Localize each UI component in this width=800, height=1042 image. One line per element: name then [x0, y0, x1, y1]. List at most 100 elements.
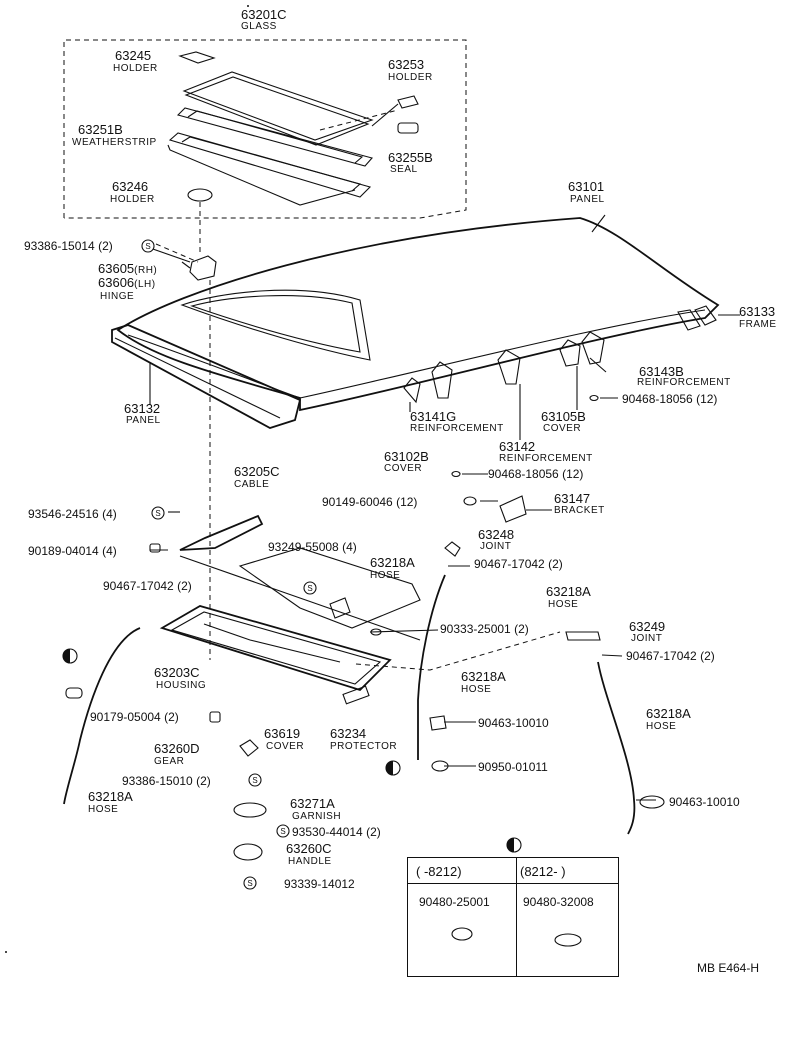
label-part-garnish: 63271A [290, 796, 335, 811]
label-fastener-f14: 90950-01011 [478, 761, 548, 773]
glass-group-outline [63, 39, 467, 219]
label-name-cover-63105b: COVER [543, 423, 582, 434]
s-marker: S [276, 824, 290, 838]
label-name-panel-63101: PANEL [570, 194, 605, 205]
label-part-panel-63101: 63101 [568, 179, 605, 194]
half-circle-mark [62, 648, 78, 664]
label-name-bracket: BRACKET [554, 505, 605, 516]
fastener-qty: (4) [102, 544, 117, 558]
label-part-hinge-lh: 63606(LH) [98, 276, 156, 290]
fastener-part: 90463-10010 [478, 716, 549, 730]
fastener-qty: (2) [196, 774, 211, 788]
label-name-cable: CABLE [234, 479, 270, 490]
label-part-reinf-63142: 63142 [499, 439, 536, 454]
fastener-qty: (2) [700, 649, 715, 663]
label-name-joint-63249: JOINT [631, 633, 663, 644]
glass-drawing [167, 51, 419, 206]
label-part-protector: 63234 [330, 726, 367, 741]
label-fastener-f9: 90467-17042 (2) [103, 580, 192, 592]
label-part-reinf-63143b: 63143B [639, 364, 684, 379]
fastener-qty: (12) [396, 495, 418, 509]
legend-right-part: 90480-32008 [523, 895, 594, 909]
label-part-joint-63248: 63248 [478, 527, 515, 542]
label-part-hose-63218a-1: 63218A [370, 555, 415, 570]
half-circle-markers [62, 648, 522, 853]
hinge-lh-part: 63606 [98, 275, 135, 290]
label-fastener-f18: 93339-14012 [284, 878, 355, 890]
label-part-holder-63246: 63246 [112, 179, 149, 194]
label-fastener-f8: 90467-17042 (2) [474, 558, 563, 570]
label-part-housing: 63203C [154, 665, 200, 680]
roof-panel-drawing [116, 214, 740, 412]
fastener-part: 90179-05004 [90, 710, 161, 724]
label-fastener-f7: 93249-55008 (4) [268, 541, 357, 553]
label-part-cover-63105b: 63105B [541, 409, 586, 424]
label-fastener-f16: 90463-10010 [669, 796, 740, 808]
housing-drawing [159, 514, 561, 705]
legend-right-header: (8212- ) [520, 864, 566, 879]
label-part-frame: 63133 [739, 304, 776, 319]
label-name-panel-63132: PANEL [126, 415, 161, 426]
fastener-part: 93530-44014 [292, 825, 363, 839]
fastener-part: 90189-04014 [28, 544, 99, 558]
reinforcements-drawing [403, 331, 618, 478]
label-fastener-f1: 93386-15014 (2) [24, 240, 113, 252]
s-markers: S S S S S S [141, 239, 317, 890]
svg-text:S: S [280, 827, 285, 836]
hinge-lh-tag: (LH) [134, 279, 156, 290]
label-name-reinf-63142: REINFORCEMENT [499, 453, 593, 464]
fasteners-drawing [65, 495, 665, 947]
hinge-drawing [181, 255, 217, 281]
label-name-gear: GEAR [154, 756, 185, 767]
label-name-glass: GLASS [241, 21, 277, 32]
label-name-reinf-63141g: REINFORCEMENT [410, 423, 504, 434]
label-name-hose-63218a-4: HOSE [646, 721, 677, 732]
legend-left-part: 90480-25001 [419, 895, 490, 909]
label-name-protector: PROTECTOR [330, 741, 398, 752]
hoses-drawing [63, 541, 636, 835]
label-name-cover-63619: COVER [266, 741, 305, 752]
label-name-cover-63102b: COVER [384, 463, 423, 474]
fastener-qty: (2) [177, 579, 192, 593]
fastener-part: 90333-25001 [440, 622, 511, 636]
fastener-qty: (4) [342, 540, 357, 554]
fastener-part: 90149-60046 [322, 495, 393, 509]
svg-text:S: S [145, 242, 150, 251]
label-name-hose-63218a-5: HOSE [88, 804, 119, 815]
fastener-part: 93386-15010 [122, 774, 193, 788]
svg-text:S: S [247, 879, 252, 888]
variant-legend-table: ( -8212) (8212- ) 90480-25001 90480-3200… [407, 857, 619, 977]
s-marker: S [248, 773, 262, 787]
label-part-hose-63218a-4: 63218A [646, 706, 691, 721]
legend-divider-horizontal [408, 883, 618, 884]
hinge-rh-tag: (RH) [134, 265, 158, 276]
fastener-qty: (2) [514, 622, 529, 636]
label-name-hose-63218a-1: HOSE [370, 570, 401, 581]
label-fastener-f10: 90333-25001 (2) [440, 623, 529, 635]
label-fastener-f11: 90467-17042 (2) [626, 650, 715, 662]
fastener-part: 90463-10010 [669, 795, 740, 809]
label-part-holder-63253: 63253 [388, 57, 425, 72]
s-marker: S [151, 506, 165, 520]
label-fastener-f6: 90189-04014 (4) [28, 545, 117, 557]
label-name-garnish: GARNISH [292, 811, 342, 822]
label-part-reinf-63141g: 63141G [410, 409, 457, 424]
fastener-part: 90468-18056 [488, 467, 559, 481]
label-part-weatherstrip: 63251B [78, 122, 123, 137]
label-part-hose-63218a-3: 63218A [461, 669, 506, 684]
label-fastener-f2: 90468-18056 (12) [622, 393, 717, 405]
fastener-part: 90468-18056 [622, 392, 693, 406]
label-name-housing: HOUSING [156, 680, 207, 691]
label-part-holder-63245: 63245 [115, 48, 152, 63]
label-name-holder-63246: HOLDER [110, 194, 155, 205]
fastener-qty: (2) [164, 710, 179, 724]
label-name-holder-63245: HOLDER [113, 63, 158, 74]
label-part-hose-63218a-2: 63218A [546, 584, 591, 599]
svg-text:S: S [307, 584, 312, 593]
label-part-hose-63218a-5: 63218A [88, 789, 133, 804]
label-part-bracket: 63147 [554, 491, 591, 506]
label-part-cable: 63205C [234, 464, 280, 479]
label-fastener-f15: 93386-15010 (2) [122, 775, 211, 787]
s-marker: S [303, 581, 317, 595]
